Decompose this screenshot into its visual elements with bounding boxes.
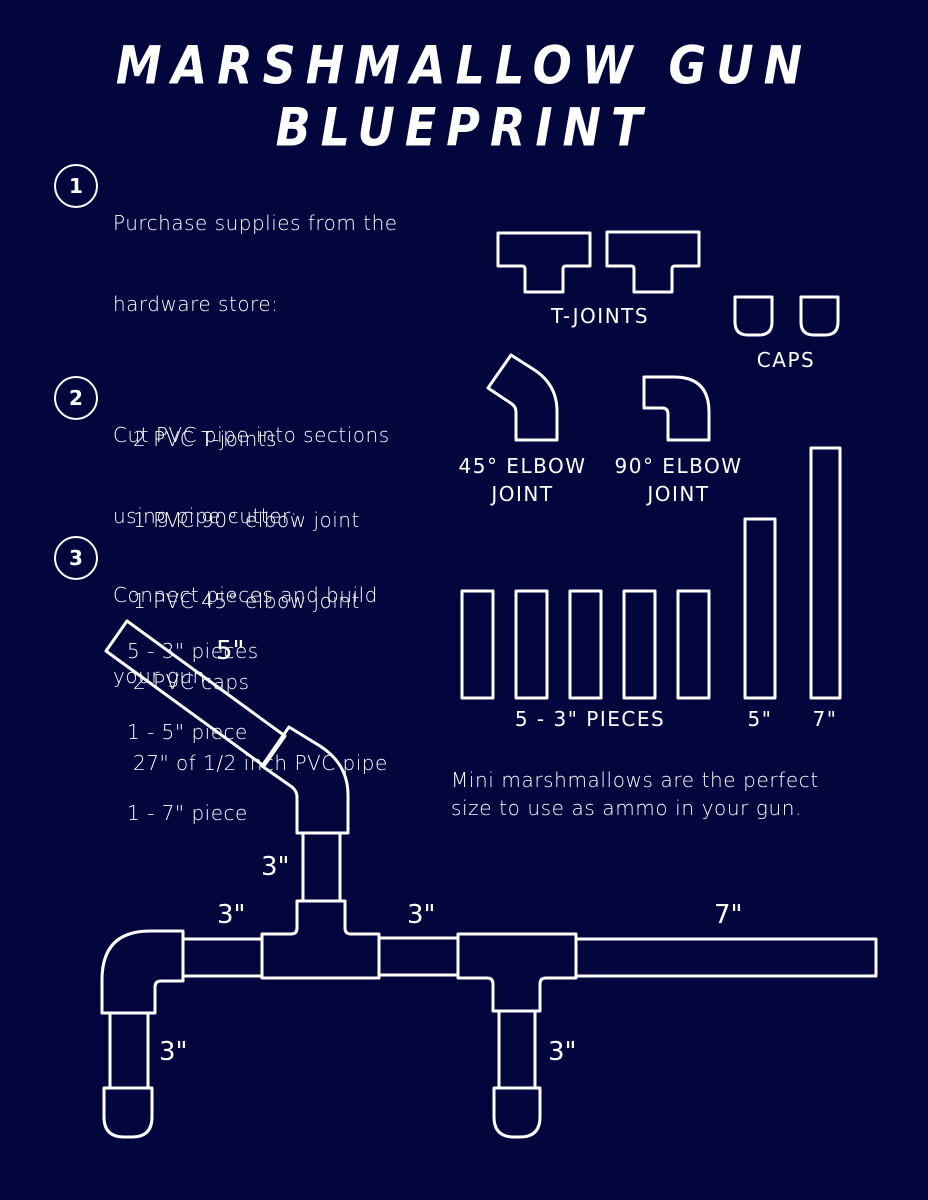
step-number-badge: 2 [54, 376, 98, 420]
pipe-piece-5in [743, 517, 777, 700]
supply-item: 1 PVC 90° elbow joint [133, 508, 360, 532]
label-line: JOINT [647, 482, 710, 506]
assembly-pipe-3in-middle [377, 936, 460, 977]
assembly-pipe-3in-left-leg [108, 1011, 150, 1090]
piece-5in-label: 5" [747, 707, 773, 731]
t-joint-shape [605, 230, 701, 294]
caps-label: CAPS [756, 348, 816, 372]
supply-item: 27" of 1/2 inch PVC pipe [133, 751, 388, 775]
step-line: using pipe cutter: [113, 504, 298, 528]
assembly-t-joint-2 [456, 932, 578, 1013]
pipe-piece-7in [809, 446, 842, 700]
page-title: MARSHMALLOW GUN BLUEPRINT [115, 33, 813, 159]
dim-barrel-7in: 7" [714, 900, 743, 930]
assembly-elbow-90 [100, 929, 185, 1015]
assembly-cap-right [492, 1086, 542, 1139]
assembly-barrel-7in [574, 937, 878, 978]
elbow-45-shape [486, 353, 559, 442]
cut-list: 5 - 3" pieces 1 - 5" piece 1 - 7" piece [113, 584, 390, 881]
cap-shape [733, 295, 774, 337]
elbow-90-shape [642, 375, 711, 442]
assembly-cap-left [102, 1086, 154, 1139]
cut-item: 1 - 7" piece [127, 801, 248, 825]
step-number-badge: 3 [54, 536, 98, 580]
elbow-90-label: 90° ELBOW JOINT [596, 452, 761, 508]
cut-item: 5 - 3" pieces [127, 639, 259, 663]
assembly-pipe-3in-right-leg [497, 1009, 537, 1090]
label-line: JOINT [491, 482, 554, 506]
note-line: Mini marshmallows are the perfect [451, 768, 819, 792]
step-line: hardware store: [113, 292, 279, 316]
elbow-45-label: 45° ELBOW JOINT [440, 452, 605, 508]
t-joints-label: T-JOINTS [550, 304, 650, 328]
pipe-piece-3in [460, 589, 495, 700]
cut-item: 1 - 5" piece [127, 720, 248, 744]
piece-7in-label: 7" [812, 707, 838, 731]
pipe-piece-3in [676, 589, 711, 700]
assembly-barrel-5in [104, 619, 287, 768]
cap-shape [799, 295, 840, 337]
step-line: Purchase supplies from the [113, 211, 398, 235]
dim-barrel-5in: 5" [216, 636, 245, 666]
pipe-piece-3in [514, 589, 549, 700]
assembly-pipe-3in-left [181, 937, 264, 978]
pipe-piece-3in [622, 589, 657, 700]
dim-right-leg-3in: 3" [548, 1037, 577, 1067]
supply-item: 1 PVC 45° elbow joint [133, 589, 360, 613]
t-joint-shape [496, 231, 592, 294]
step-number-badge: 1 [54, 164, 98, 208]
supply-item: 2 PVC caps [133, 670, 250, 694]
supply-list: 2 PVC T-joints 1 PVC 90° elbow joint 1 P… [113, 372, 398, 831]
assembly-elbow-45 [260, 725, 350, 835]
dim-left-leg-3in: 3" [159, 1037, 188, 1067]
step-text: Cut PVC pipe into sections using pipe cu… [113, 368, 390, 935]
dim-left-3in: 3" [217, 900, 246, 930]
pieces-3in-label: 5 - 3" PIECES [514, 707, 666, 731]
pipe-piece-3in [568, 589, 603, 700]
dim-vertical-3in: 3" [261, 852, 290, 882]
ammo-note: Mini marshmallows are the perfect size t… [451, 766, 819, 822]
step-text: Purchase supplies from the hardware stor… [113, 156, 398, 885]
note-line: size to use as ammo in your gun. [451, 796, 803, 820]
supply-item: 2 PVC T-joints [133, 427, 278, 451]
step-line: Connect pieces and build [113, 583, 378, 607]
label-line: 90° ELBOW [614, 454, 743, 478]
assembly-pipe-3in-vertical [301, 831, 342, 903]
assembly-t-joint-1 [260, 899, 381, 980]
dim-middle-3in: 3" [407, 900, 436, 930]
label-line: 45° ELBOW [458, 454, 587, 478]
step-line: Cut PVC pipe into sections [113, 423, 390, 447]
